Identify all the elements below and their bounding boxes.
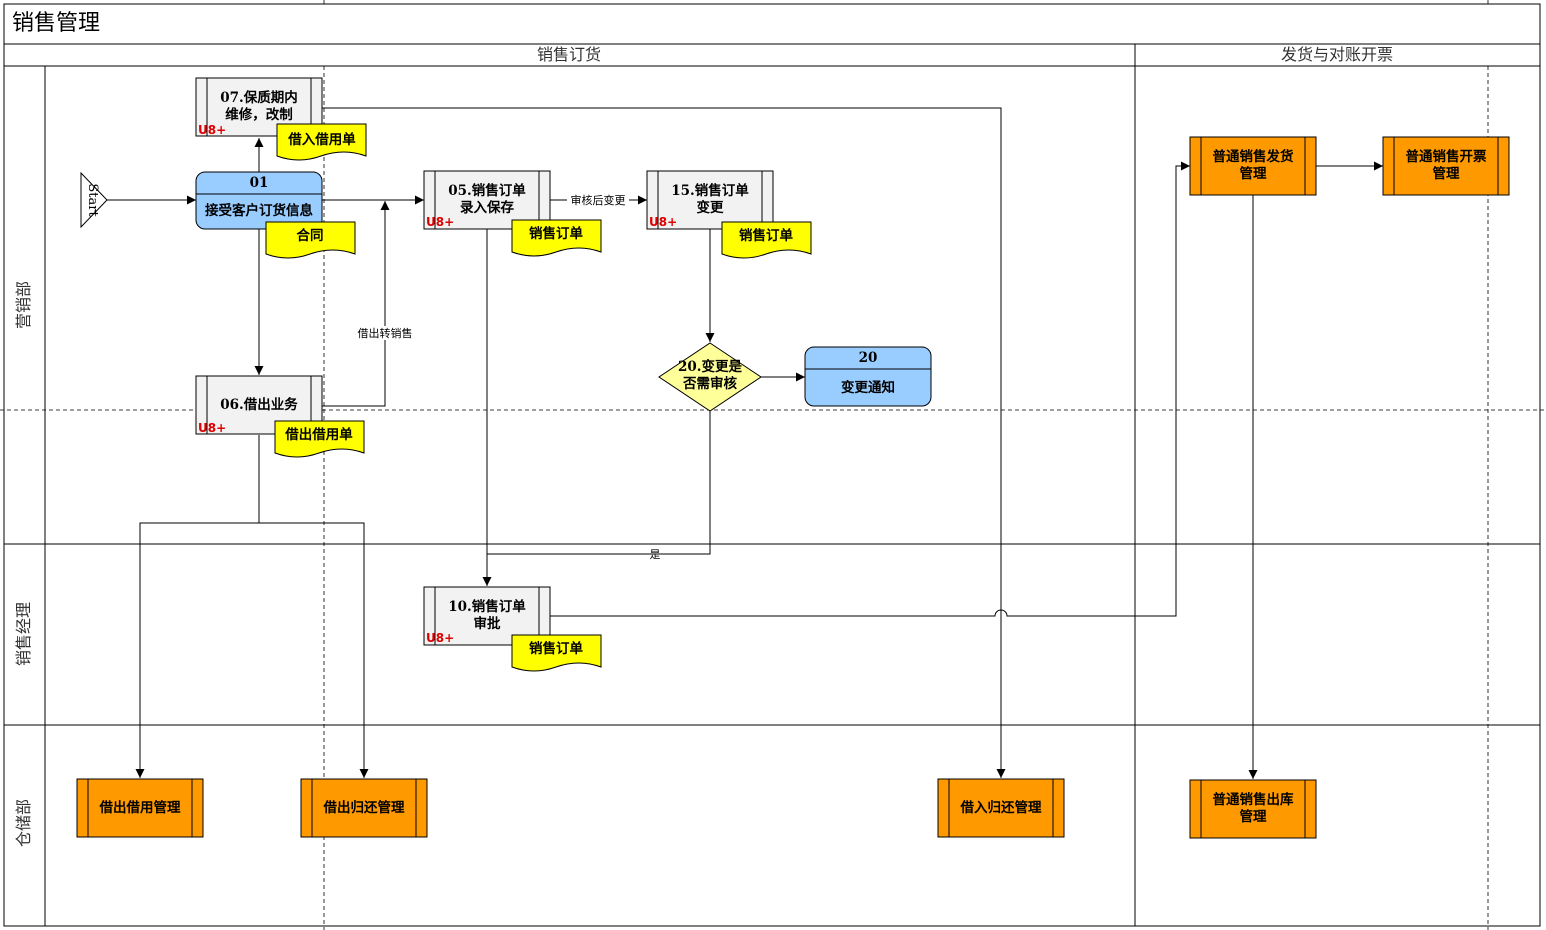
decision-20-line1: 20.变更是	[678, 358, 742, 375]
task-20-id: 20	[859, 350, 878, 366]
process-06-label: 06.借出业务	[220, 396, 298, 413]
task-20-change-notice[interactable]: 20 变更通知	[804, 346, 932, 407]
start-label: Start	[85, 183, 100, 217]
process-15-order-change[interactable]: 15.销售订单 变更 U8+	[646, 170, 774, 230]
decision-20-line2: 否需审核	[682, 375, 737, 392]
edge-label-lend-to-sale: 借出转销售	[358, 326, 413, 340]
process-05-order-entry[interactable]: 05.销售订单 录入保存 U8+	[423, 170, 551, 230]
process-10-line2: 审批	[474, 615, 501, 632]
subprocess-sales-shipping[interactable]: 普通销售发货 管理	[1189, 136, 1317, 196]
task-01-label: 接受客户订货信息	[205, 202, 313, 219]
edge-06-to-05-loop	[322, 201, 390, 407]
lane-label-marketing: 营销部	[14, 281, 33, 329]
decision-20-change-needs-audit[interactable]: 20.变更是 否需审核	[658, 342, 762, 412]
process-15-line1: 15.销售订单	[671, 182, 749, 199]
task-01-receive-order[interactable]: 01 接受客户订货信息	[195, 171, 323, 230]
edge-06-to-lendreturn	[259, 522, 369, 778]
process-05-line1: 05.销售订单	[448, 182, 526, 199]
doc-sales-order-05-label: 销售订单	[529, 225, 583, 242]
subprocess-lend-return-label: 借出归还管理	[323, 799, 405, 816]
process-10-line1: 10.销售订单	[448, 598, 526, 615]
diagram-title: 销售管理	[12, 11, 100, 36]
phase-header-shipping: 发货与对账开票	[1281, 45, 1393, 64]
subprocess-sales-shipping-line1: 普通销售发货	[1213, 148, 1294, 165]
subprocess-lend-return[interactable]: 借出归还管理	[300, 778, 428, 838]
subprocess-borrow-return-label: 借入归还管理	[960, 799, 1042, 816]
phase-header-ordering: 销售订货	[537, 45, 601, 64]
doc-sales-order-05[interactable]: 销售订单	[511, 219, 602, 257]
task-01-id: 01	[250, 175, 269, 191]
process-06-lending[interactable]: 06.借出业务 U8+	[195, 375, 323, 435]
edge-20d-yes-to-10	[487, 411, 711, 555]
u8-tag: U8+	[198, 421, 226, 435]
edge-label-audit-change: 审核后变更	[571, 193, 626, 207]
process-15-line2: 变更	[697, 199, 725, 216]
subprocess-lend-management-label: 借出借用管理	[99, 799, 181, 816]
subprocess-sales-outbound[interactable]: 普通销售出库 管理	[1189, 779, 1317, 839]
subprocess-sales-outbound-line1: 普通销售出库	[1213, 791, 1294, 808]
swimlane-frame	[3, 3, 1541, 927]
doc-contract-label: 合同	[297, 227, 324, 244]
subprocess-sales-invoicing-line1: 普通销售开票	[1406, 148, 1487, 165]
lane-label-warehouse: 仓储部	[14, 799, 33, 847]
doc-borrow-in-form[interactable]: 借入借用单	[276, 123, 367, 161]
doc-contract[interactable]: 合同	[265, 221, 356, 259]
process-07-line2: 维修，改制	[225, 106, 293, 123]
doc-lend-out-form-label: 借出借用单	[284, 426, 353, 443]
u8-tag: U8+	[426, 215, 454, 229]
u8-tag: U8+	[198, 123, 226, 137]
u8-tag: U8+	[426, 631, 454, 645]
lane-label-sales-manager: 销售经理	[14, 602, 33, 666]
edge-06-to-lend	[135, 435, 260, 778]
edge-label-yes: 是	[650, 548, 661, 561]
doc-sales-order-10[interactable]: 销售订单	[511, 634, 602, 672]
doc-lend-out-form[interactable]: 借出借用单	[274, 420, 365, 458]
edge-07-to-borrowreturn	[322, 107, 1006, 778]
subprocess-lend-management[interactable]: 借出借用管理	[76, 778, 204, 838]
doc-sales-order-15-label: 销售订单	[739, 227, 793, 244]
subprocess-sales-invoicing[interactable]: 普通销售开票 管理	[1382, 136, 1510, 196]
subprocess-sales-shipping-line2: 管理	[1240, 165, 1268, 182]
start-node[interactable]: Start	[80, 171, 108, 229]
connectors	[107, 107, 1383, 779]
subprocess-sales-outbound-line2: 管理	[1240, 808, 1268, 825]
process-07-line1: 07.保质期内	[220, 89, 298, 106]
doc-sales-order-10-label: 销售订单	[529, 640, 583, 657]
subprocess-borrow-return[interactable]: 借入归还管理	[937, 778, 1065, 838]
doc-borrow-in-form-label: 借入借用单	[287, 131, 356, 148]
subprocess-sales-invoicing-line2: 管理	[1433, 165, 1461, 182]
edge-10-to-ship	[550, 161, 1190, 617]
process-05-line2: 录入保存	[460, 199, 514, 216]
u8-tag: U8+	[649, 215, 677, 229]
doc-sales-order-15[interactable]: 销售订单	[721, 221, 812, 259]
task-20-label: 变更通知	[841, 379, 895, 396]
